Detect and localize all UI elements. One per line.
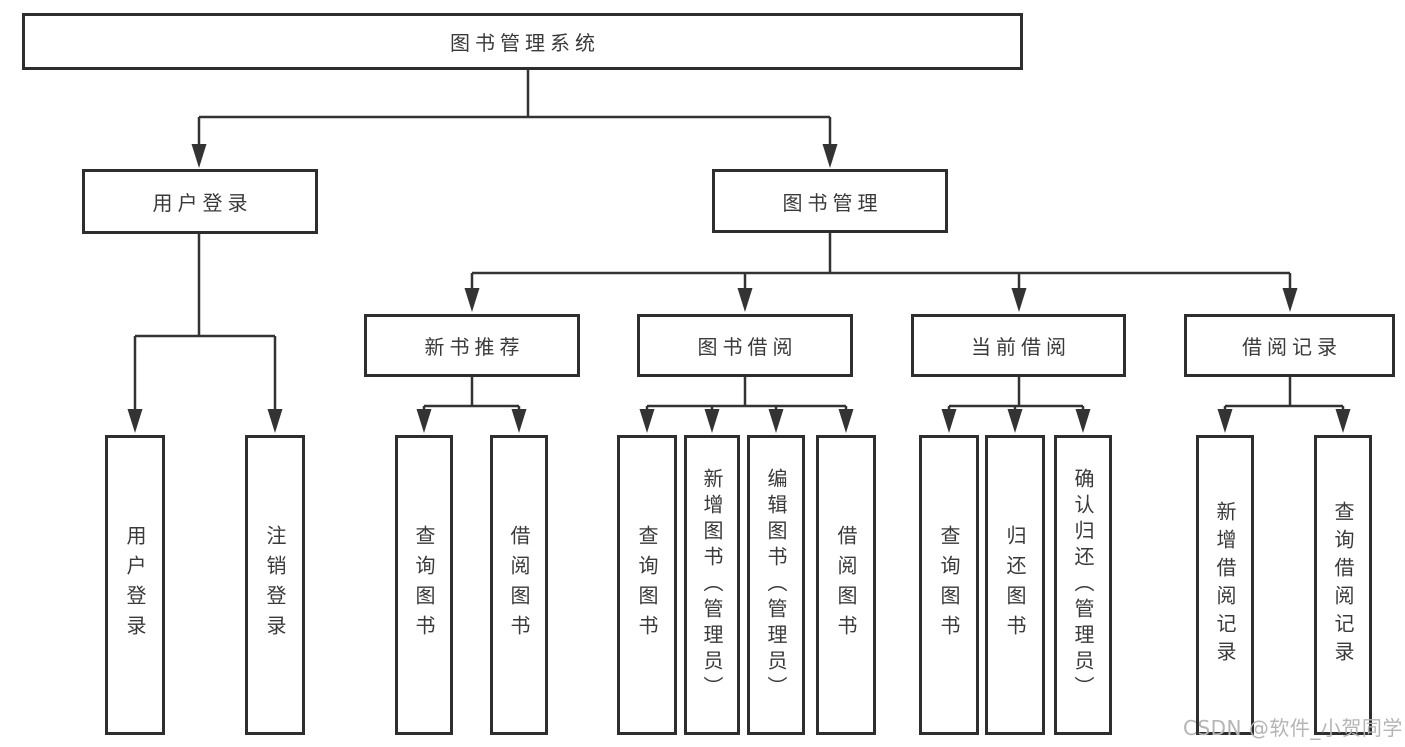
node-book-borrow-label: 图书借阅 xyxy=(697,335,798,359)
leaf-records-add-record: 新增借阅记录 xyxy=(1196,435,1254,735)
leaf-recommend-borrow-books-label: 借阅图书 xyxy=(507,525,531,645)
leaf-logout-label: 注销登录 xyxy=(263,525,287,645)
leaf-borrow-add-books-admin-label: 新增图书（管理员） xyxy=(700,468,724,702)
node-current-borrow-label: 当前借阅 xyxy=(971,335,1071,359)
leaf-logout: 注销登录 xyxy=(245,435,305,735)
node-new-book-recommend: 新书推荐 xyxy=(364,314,580,377)
leaf-records-query-record-label: 查询借阅记录 xyxy=(1331,501,1355,669)
node-user-login-label: 用户登录 xyxy=(152,191,253,215)
leaf-records-add-record-label: 新增借阅记录 xyxy=(1213,501,1237,669)
leaf-current-confirm-return-admin-label: 确认归还（管理员） xyxy=(1071,468,1095,702)
leaf-current-return-books-label: 归还图书 xyxy=(1003,525,1027,645)
leaf-recommend-query-books: 查询图书 xyxy=(395,435,453,735)
csdn-watermark: CSDN @软件_小贺同学 xyxy=(1183,716,1403,740)
node-system-root: 图书管理系统 xyxy=(22,13,1023,70)
leaf-borrow-edit-books-admin: 编辑图书（管理员） xyxy=(747,435,805,735)
node-current-borrow: 当前借阅 xyxy=(911,314,1126,377)
leaf-current-query-books: 查询图书 xyxy=(919,435,979,735)
leaf-recommend-query-books-label: 查询图书 xyxy=(412,525,436,645)
leaf-borrow-borrow-books: 借阅图书 xyxy=(816,435,876,735)
node-borrow-records: 借阅记录 xyxy=(1184,314,1395,377)
leaf-borrow-query-books-label: 查询图书 xyxy=(635,525,659,645)
node-new-book-recommend-label: 新书推荐 xyxy=(424,335,525,359)
leaf-current-return-books: 归还图书 xyxy=(985,435,1045,735)
node-book-management-label: 图书管理 xyxy=(782,190,883,215)
node-user-login: 用户登录 xyxy=(82,169,318,234)
leaf-current-confirm-return-admin: 确认归还（管理员） xyxy=(1054,435,1112,735)
leaf-recommend-borrow-books: 借阅图书 xyxy=(490,435,548,735)
node-book-borrow: 图书借阅 xyxy=(637,314,853,377)
leaf-current-query-books-label: 查询图书 xyxy=(937,525,961,645)
leaf-borrow-edit-books-admin-label: 编辑图书（管理员） xyxy=(764,468,788,702)
node-book-management: 图书管理 xyxy=(712,169,948,233)
node-borrow-records-label: 借阅记录 xyxy=(1242,335,1342,359)
leaf-user-login-label: 用户登录 xyxy=(123,525,147,645)
node-system-root-label: 图书管理系统 xyxy=(450,31,600,55)
leaf-user-login: 用户登录 xyxy=(105,435,165,735)
leaf-borrow-add-books-admin: 新增图书（管理员） xyxy=(684,435,740,735)
leaf-records-query-record: 查询借阅记录 xyxy=(1314,435,1372,735)
leaf-borrow-borrow-books-label: 借阅图书 xyxy=(834,525,858,645)
leaf-borrow-query-books: 查询图书 xyxy=(617,435,677,735)
